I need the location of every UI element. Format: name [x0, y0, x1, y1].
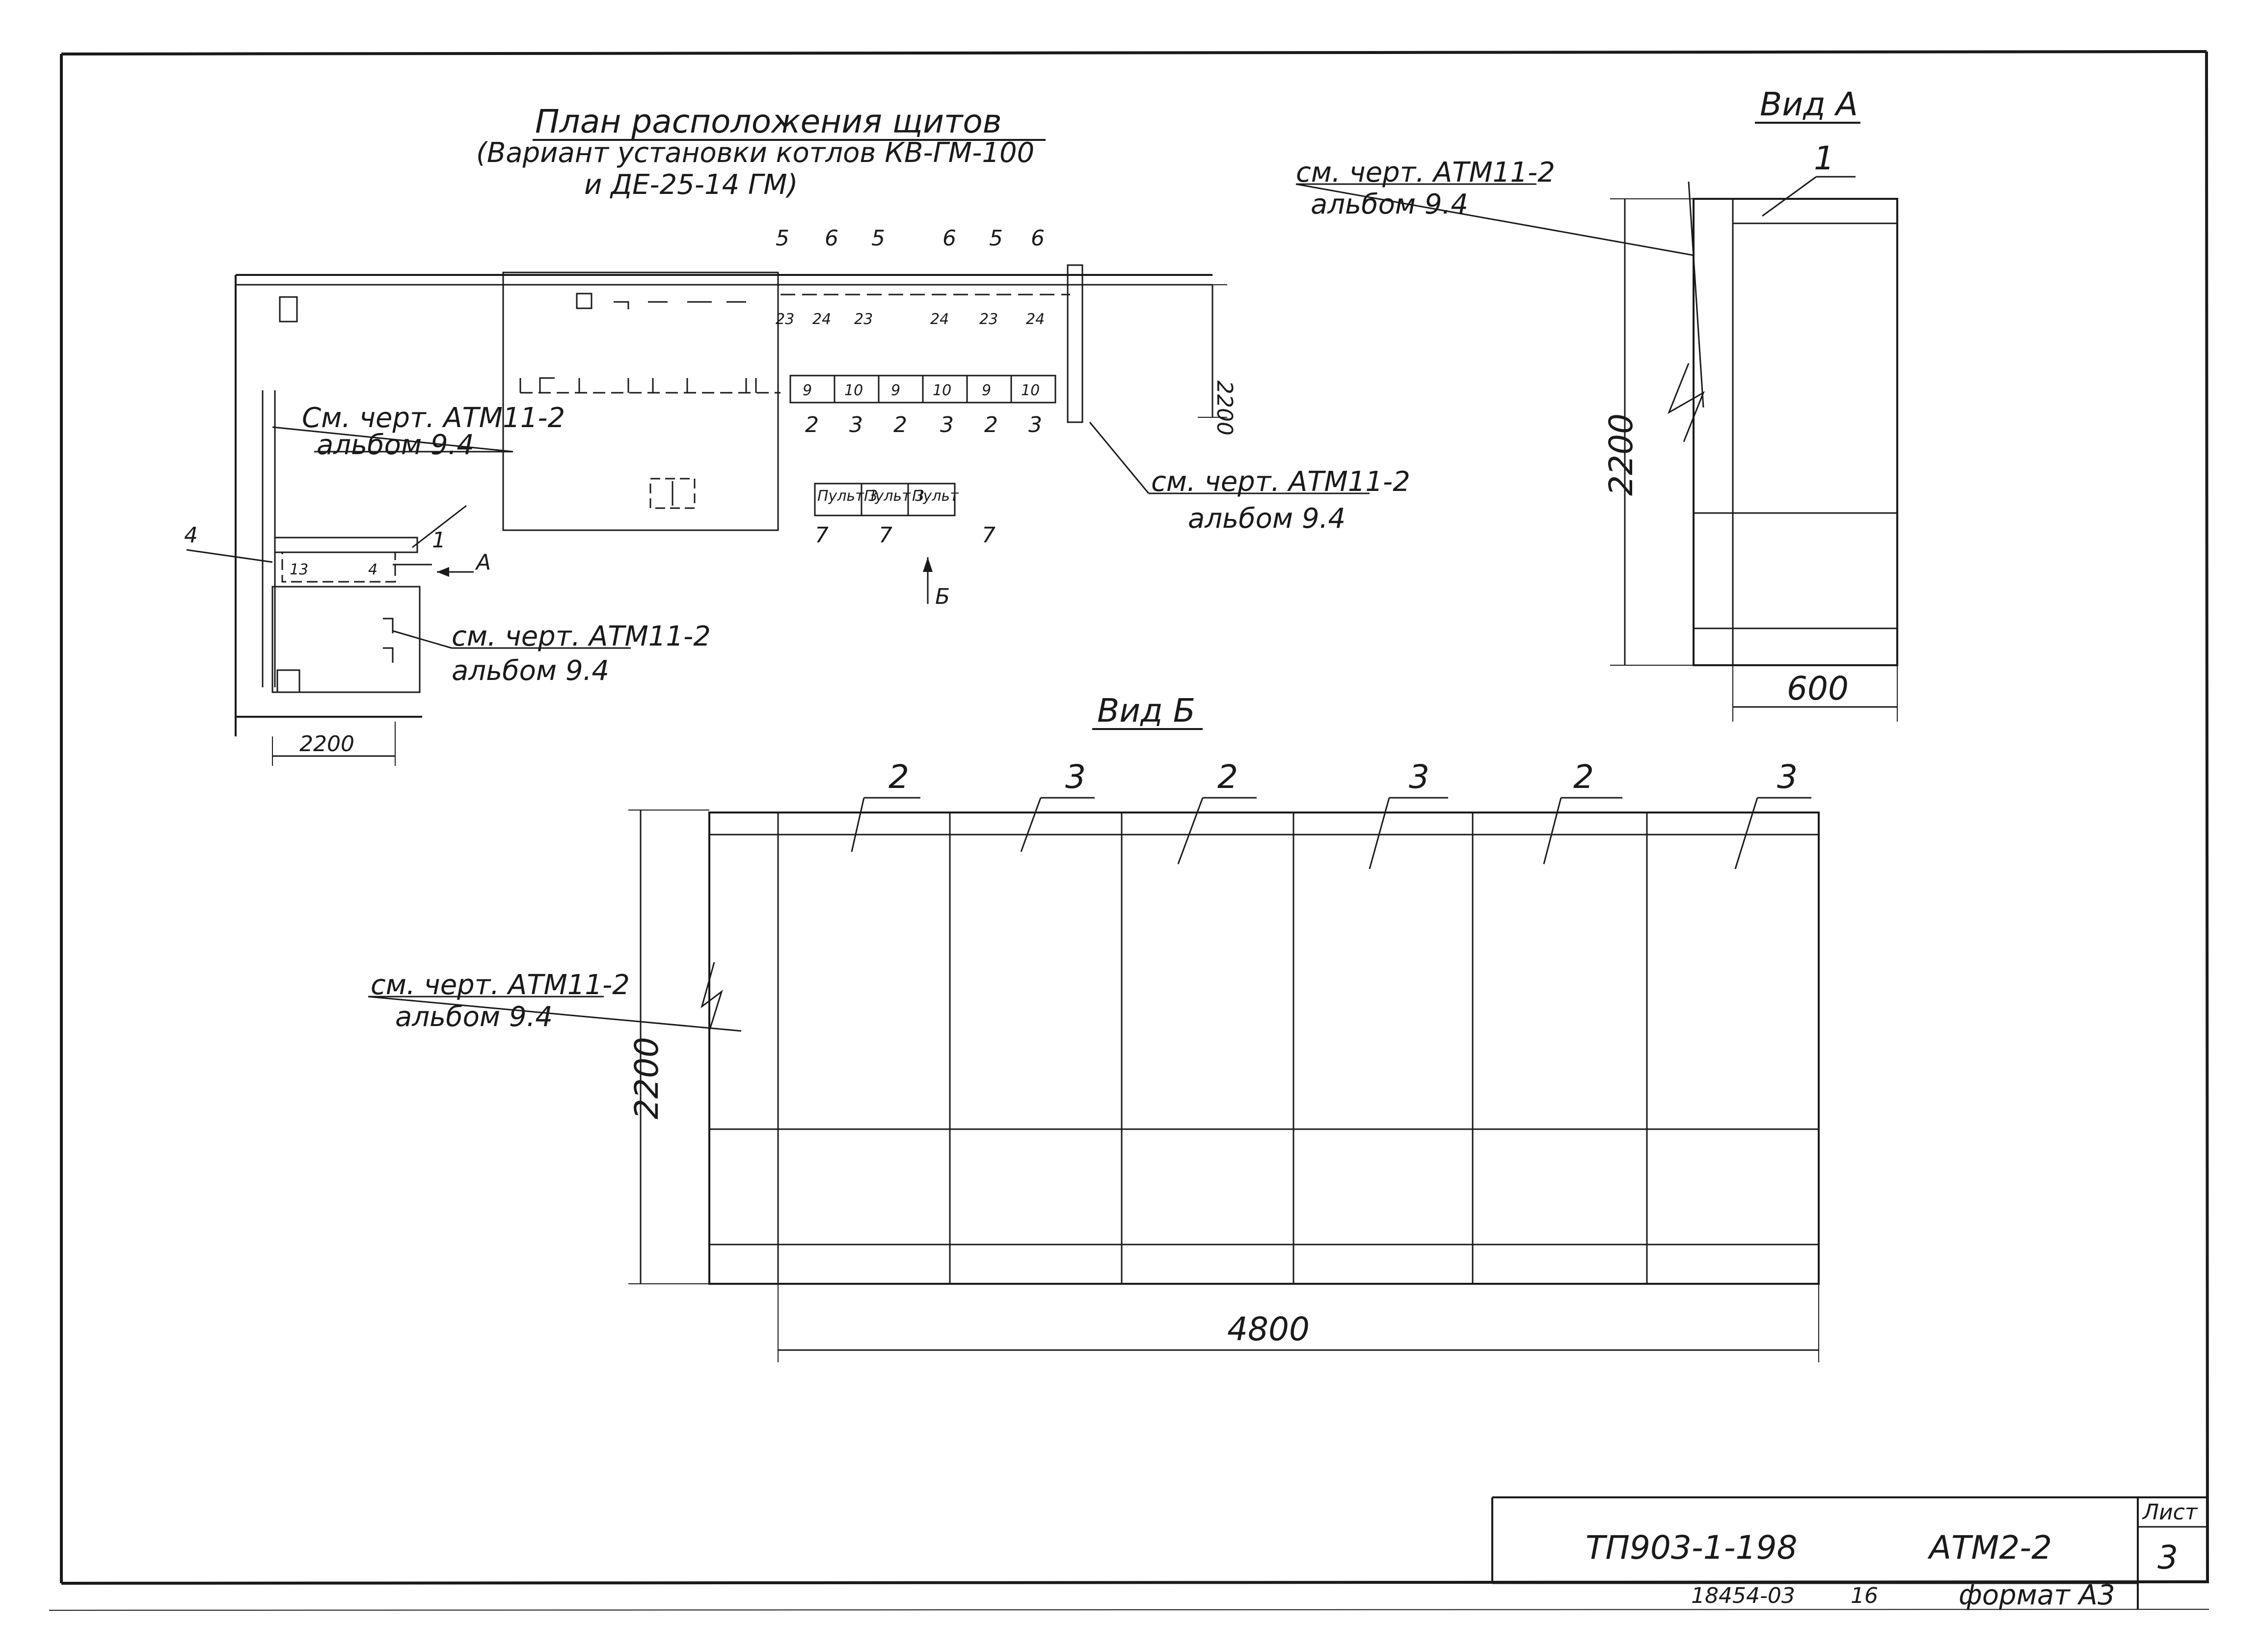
plan-bottom-label-3: 2 [893, 412, 907, 437]
sheet-frame [49, 50, 2209, 1611]
plan-bottom-label-2: 3 [849, 412, 863, 437]
plan-top-code-3: 23 [854, 311, 873, 328]
plan-ref-3-line1: см. черт. АТМ11-2 [452, 621, 711, 652]
console-item-2: 7 [879, 523, 892, 548]
plan-ref-1-line2: альбом 9.4 [317, 429, 474, 461]
plan-ref-2-line1: см. черт. АТМ11-2 [1151, 466, 1410, 498]
title-sheet-number: 3 [2157, 1539, 2178, 1576]
title-doc-code: АТМ2-2 [1927, 1529, 2052, 1567]
plan-dim-2200-bottom: 2200 [299, 731, 354, 757]
view-a-dim-width: 600 [1787, 670, 1849, 707]
view-a-ref-line2: альбом 9.4 [1311, 189, 1468, 220]
title-format: формат А3 [1959, 1579, 2115, 1611]
plan-bottom-label-5: 2 [984, 412, 998, 437]
plan-mid-code-6: 10 [1021, 382, 1040, 399]
plan-drawing: 5 6 5 6 5 6 23 24 23 24 23 24 9 10 9 10 … [184, 226, 1410, 766]
view-a: Вид А 1 2200 600 см. черт. АТМ11-2 альбо… [1295, 85, 1898, 722]
plan-top-label-1: 5 [776, 226, 789, 251]
view-b-label-2: 3 [1065, 758, 1086, 796]
plan-subtitle-1: (Вариант установки котлов КВ-ГМ-100 [476, 137, 1034, 169]
plan-cell-4: 4 [368, 561, 377, 578]
plan-mid-code-5: 9 [982, 382, 991, 399]
title-doc-number: ТП903-1-198 [1586, 1529, 1798, 1567]
plan-top-code-6: 24 [1026, 311, 1045, 328]
arrow-a-label: А [475, 550, 491, 575]
plan-item-1: 1 [432, 528, 446, 553]
plan-top-label-6: 6 [1031, 226, 1045, 251]
view-b-ref-line2: альбом 9.4 [395, 1001, 553, 1033]
plan-top-label-5: 5 [989, 226, 1003, 251]
plan-top-code-4: 24 [930, 311, 949, 328]
plan-subtitle-2: и ДЕ-25-14 ГМ) [584, 169, 798, 201]
plan-top-label-2: 6 [825, 226, 838, 251]
view-b-label-5: 2 [1573, 758, 1594, 796]
plan-cell-13: 13 [290, 561, 308, 578]
plan-ref-1-line1: См. черт. АТМ11-2 [302, 402, 565, 434]
plan-mid-code-2: 10 [844, 382, 863, 399]
plan-top-label-3: 5 [871, 226, 885, 251]
view-b-title: Вид Б [1097, 692, 1195, 730]
title-inventory: 18454-03 [1691, 1583, 1795, 1608]
console-item-1: 7 [815, 523, 829, 548]
plan-mid-code-1: 9 [803, 382, 812, 399]
arrow-b-label: Б [935, 584, 950, 609]
plan-top-label-4: 6 [942, 226, 956, 251]
view-a-item-1: 1 [1814, 139, 1834, 177]
view-b-dim-length: 4800 [1227, 1310, 1310, 1348]
plan-bottom-label-4: 3 [940, 412, 954, 437]
title-page: 16 [1851, 1583, 1878, 1608]
plan-dim-2200-right: 2200 [1212, 380, 1237, 435]
plan-top-code-2: 24 [812, 311, 831, 328]
plan-top-code-1: 23 [776, 311, 794, 328]
plan-top-code-5: 23 [979, 311, 998, 328]
plan-mid-code-3: 9 [891, 382, 900, 399]
view-b: Вид Б 2 3 2 3 2 [368, 692, 1820, 1362]
console-3: Пульт [912, 487, 959, 505]
plan-ref-3-line2: альбом 9.4 [452, 655, 609, 687]
title-sheet-label: Лист [2142, 1500, 2198, 1525]
console-item-3: 7 [982, 523, 996, 548]
view-b-label-1: 2 [888, 758, 909, 796]
view-a-ref-line1: см. черт. АТМ11-2 [1296, 157, 1555, 189]
view-b-ref-line1: см. черт. АТМ11-2 [371, 969, 630, 1001]
plan-title: План расположения щитов [535, 103, 1002, 140]
plan-ref-2-line2: альбом 9.4 [1188, 503, 1346, 535]
plan-bottom-label-6: 3 [1028, 412, 1042, 437]
view-a-title: Вид А [1760, 85, 1858, 123]
plan-item-4: 4 [184, 523, 198, 548]
view-b-dim-height: 2200 [628, 1037, 666, 1119]
console-2: Пульт 3 [864, 487, 924, 505]
console-1: Пульт 3 [817, 487, 878, 505]
plan-mid-code-4: 10 [933, 382, 951, 399]
plan-bottom-label-1: 2 [805, 412, 819, 437]
view-b-label-3: 2 [1217, 758, 1238, 796]
view-b-label-4: 3 [1409, 758, 1429, 796]
view-a-dim-height: 2200 [1602, 413, 1640, 496]
view-b-label-6: 3 [1777, 758, 1798, 796]
title-block: ТП903-1-198 АТМ2-2 Лист 3 18454-03 16 фо… [1491, 1496, 2207, 1611]
plan-title-group: План расположения щитов (Вариант установ… [476, 103, 1046, 201]
